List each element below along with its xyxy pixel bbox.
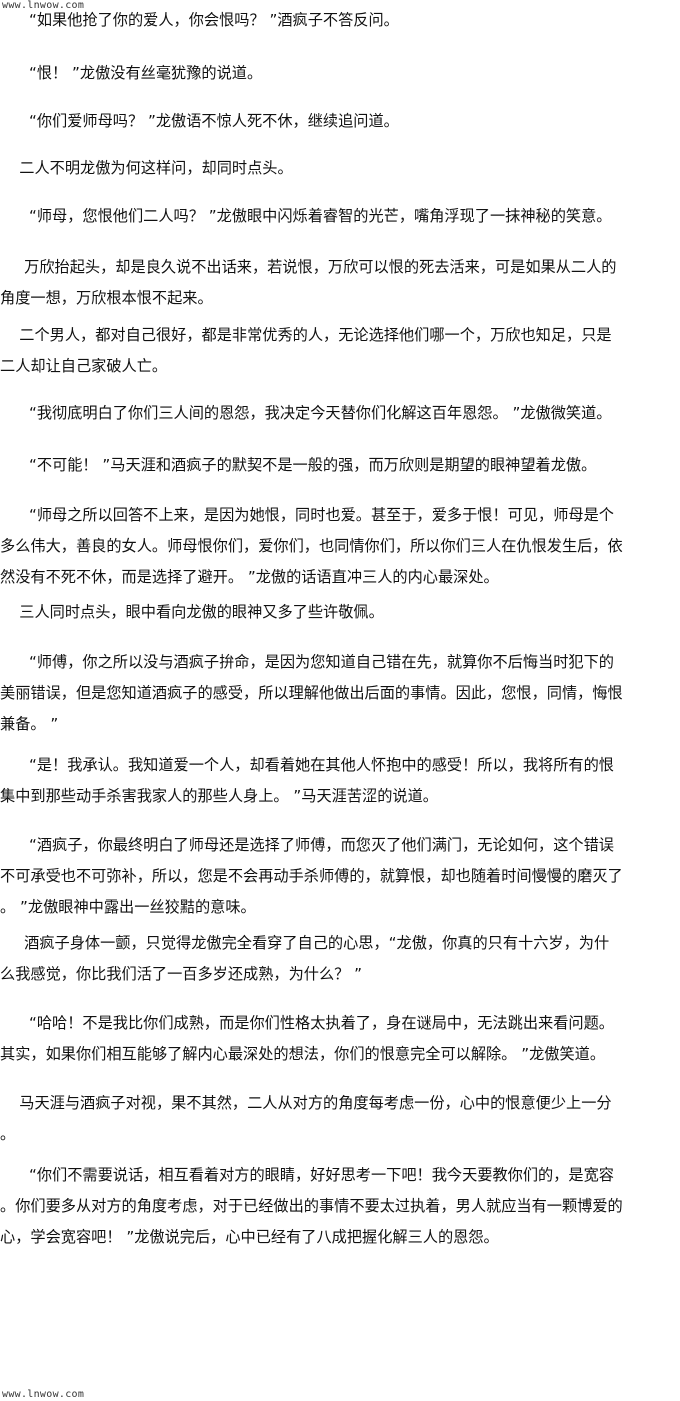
paragraph: “如果他抢了你的爱人，你会恨吗？ ”酒疯子不答反问。 (0, 5, 680, 36)
paragraph-line: 集中到那些动手杀害我家人的那些人身上。 ”马天涯苦涩的说道。 (0, 787, 438, 805)
paragraph: 二个男人，都对自己很好，都是非常优秀的人，无论选择他们哪一个，万欣也知足，只是二… (0, 320, 680, 382)
paragraph: “你们爱师母吗？ ”龙傲语不惊人死不休，继续追问道。 (0, 106, 680, 137)
paragraph: 三人同时点头，眼中看向龙傲的眼神又多了些许敬佩。 (0, 597, 680, 628)
paragraph-line: 三人同时点头，眼中看向龙傲的眼神又多了些许敬佩。 (0, 603, 384, 621)
paragraph-line: “如果他抢了你的爱人，你会恨吗？ ”酒疯子不答反问。 (0, 11, 399, 29)
paragraph-line: 其实，如果你们相互能够了解内心最深处的想法，你们的恨意完全可以解除。 ”龙傲笑道… (0, 1045, 606, 1063)
watermark-bottom: www.lnwow.com (2, 1389, 85, 1400)
paragraph-line: 。 ”龙傲眼神中露出一丝狡黠的意味。 (0, 898, 256, 916)
paragraph: “是！我承认。我知道爱一个人，却看着她在其他人怀抱中的感受！所以，我将所有的恨集… (0, 750, 680, 812)
paragraph: “师傅，你之所以没与酒疯子拚命，是因为您知道自己错在先，就算你不后悔当时犯下的美… (0, 647, 680, 740)
paragraph-line: 然没有不死不休，而是选择了避开。 ”龙傲的话语直冲三人的内心最深处。 (0, 568, 499, 586)
paragraph-line: “我彻底明白了你们三人间的恩怨，我决定今天替你们化解这百年恩怨。 ”龙傲微笑道。 (0, 404, 612, 422)
paragraph-line: 二个男人，都对自己很好，都是非常优秀的人，无论选择他们哪一个，万欣也知足，只是 (0, 326, 612, 344)
paragraph-line: 兼备。 ” (0, 715, 59, 733)
paragraph-line: 心，学会宽容吧！ ”龙傲说完后，心中已经有了八成把握化解三人的恩怨。 (0, 1228, 499, 1246)
paragraph: “你们不需要说话，相互看着对方的眼睛，好好思考一下吧！我今天要教你们的，是宽容。… (0, 1160, 680, 1253)
paragraph-line: “不可能！ ”马天涯和酒疯子的默契不是一般的强，而万欣则是期望的眼神望着龙傲。 (0, 456, 597, 474)
paragraph-line: “是！我承认。我知道爱一个人，却看着她在其他人怀抱中的感受！所以，我将所有的恨 (0, 756, 614, 774)
paragraph-line: 么我感觉，你比我们活了一百多岁还成熟，为什么？ ” (0, 965, 363, 983)
paragraph: “不可能！ ”马天涯和酒疯子的默契不是一般的强，而万欣则是期望的眼神望着龙傲。 (0, 450, 680, 481)
paragraph-line: “师傅，你之所以没与酒疯子拚命，是因为您知道自己错在先，就算你不后悔当时犯下的 (0, 653, 614, 671)
paragraph-line: 万欣抬起头，却是良久说不出话来，若说恨，万欣可以恨的死去活来，可是如果从二人的 (0, 258, 617, 276)
paragraph: “我彻底明白了你们三人间的恩怨，我决定今天替你们化解这百年恩怨。 ”龙傲微笑道。 (0, 398, 680, 429)
paragraph: “酒疯子，你最终明白了师母还是选择了师傅，而您灭了他们满门，无论如何，这个错误不… (0, 830, 680, 923)
paragraph-line: 马天涯与酒疯子对视，果不其然，二人从对方的角度每考虑一份，心中的恨意便少上一分 (0, 1094, 612, 1112)
paragraph-line: “师母，您恨他们二人吗？ ”龙傲眼中闪烁着睿智的光芒，嘴角浮现了一抹神秘的笑意。 (0, 207, 612, 225)
paragraph: “师母之所以回答不上来，是因为她恨，同时也爱。甚至于，爱多于恨！可见，师母是个多… (0, 500, 680, 593)
paragraph: “恨！ ”龙傲没有丝毫犹豫的说道。 (0, 58, 680, 89)
paragraph-line: 。 (0, 1125, 16, 1143)
paragraph: “师母，您恨他们二人吗？ ”龙傲眼中闪烁着睿智的光芒，嘴角浮现了一抹神秘的笑意。 (0, 201, 680, 232)
paragraph-line: “师母之所以回答不上来，是因为她恨，同时也爱。甚至于，爱多于恨！可见，师母是个 (0, 506, 614, 524)
paragraph-line: 美丽错误，但是您知道酒疯子的感受，所以理解他做出后面的事情。因此，您恨，同情，悔… (0, 684, 623, 702)
paragraph: 万欣抬起头，却是良久说不出话来，若说恨，万欣可以恨的死去活来，可是如果从二人的角… (0, 252, 680, 314)
paragraph: 二人不明龙傲为何这样问，却同时点头。 (0, 153, 680, 184)
paragraph: 马天涯与酒疯子对视，果不其然，二人从对方的角度每考虑一份，心中的恨意便少上一分。 (0, 1088, 680, 1150)
paragraph-line: 。你们要多从对方的角度考虑，对于已经做出的事情不要太过执着，男人就应当有一颗博爱… (0, 1197, 623, 1215)
paragraph-line: 角度一想，万欣根本恨不起来。 (0, 289, 213, 307)
paragraph: “哈哈！不是我比你们成熟，而是你们性格太执着了，身在谜局中，无法跳出来看问题。其… (0, 1008, 680, 1070)
paragraph-line: “你们爱师母吗？ ”龙傲语不惊人死不休，继续追问道。 (0, 112, 399, 130)
paragraph-line: “酒疯子，你最终明白了师母还是选择了师傅，而您灭了他们满门，无论如何，这个错误 (0, 836, 614, 854)
paragraph-line: “恨！ ”龙傲没有丝毫犹豫的说道。 (0, 64, 263, 82)
paragraph-line: 多么伟大，善良的女人。师母恨你们，爱你们，也同情你们，所以你们三人在仇恨发生后，… (0, 537, 623, 555)
watermark-top: www.lnwow.com (2, 0, 85, 11)
paragraph-line: 二人却让自己家破人亡。 (0, 357, 168, 375)
paragraph-line: “你们不需要说话，相互看着对方的眼睛，好好思考一下吧！我今天要教你们的，是宽容 (0, 1166, 614, 1184)
paragraph-line: “哈哈！不是我比你们成熟，而是你们性格太执着了，身在谜局中，无法跳出来看问题。 (0, 1014, 614, 1032)
paragraph-line: 不可承受也不可弥补，所以，您是不会再动手杀师傅的，就算恨，却也随着时间慢慢的磨灭… (0, 867, 623, 885)
paragraph-line: 二人不明龙傲为何这样问，却同时点头。 (0, 159, 293, 177)
paragraph-line: 酒疯子身体一颤，只觉得龙傲完全看穿了自己的心思，“龙傲，你真的只有十六岁，为什 (0, 934, 610, 952)
paragraph: 酒疯子身体一颤，只觉得龙傲完全看穿了自己的心思，“龙傲，你真的只有十六岁，为什么… (0, 928, 680, 990)
